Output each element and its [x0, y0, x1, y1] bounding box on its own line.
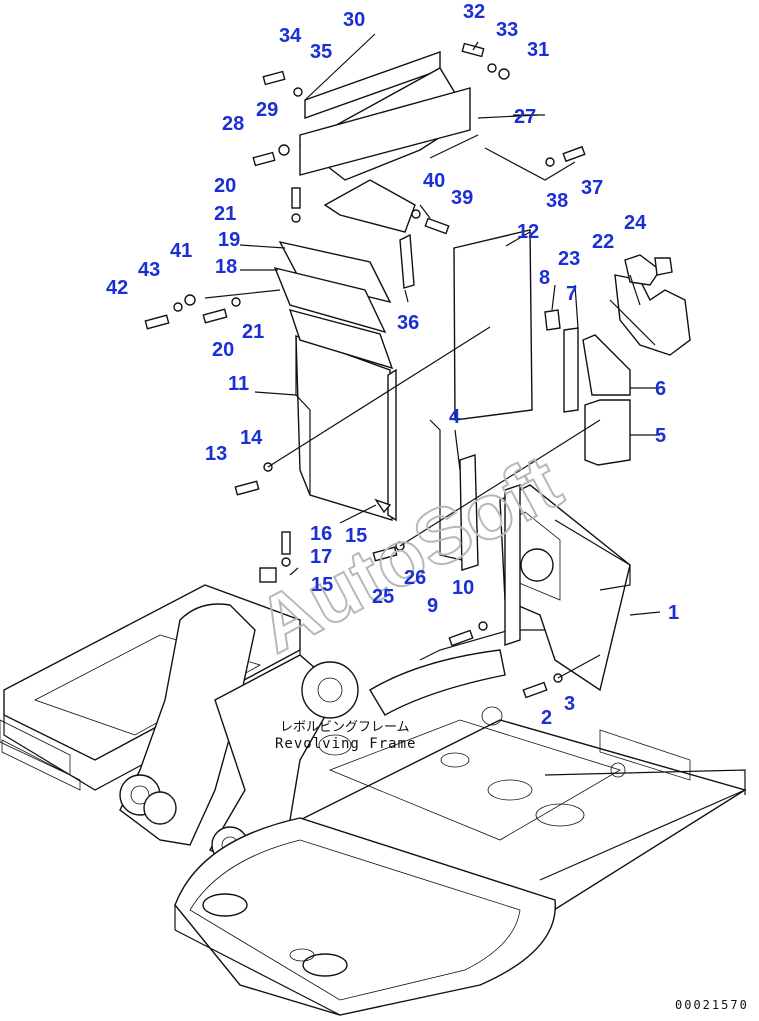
- callout-23: 23: [558, 248, 580, 270]
- leader-lines: [204, 33, 661, 679]
- callout-31: 31: [527, 39, 549, 61]
- callout-15b: 15: [311, 574, 333, 596]
- callout-10: 10: [452, 577, 474, 599]
- callout-39: 39: [451, 187, 473, 209]
- callout-21b: 21: [242, 321, 264, 343]
- callout-32: 32: [463, 1, 485, 23]
- callout-6: 6: [655, 378, 666, 400]
- callout-20a: 20: [214, 175, 236, 197]
- callout-42: 42: [106, 277, 128, 299]
- callout-43: 43: [138, 259, 160, 281]
- callout-28: 28: [222, 113, 244, 135]
- callout-25: 25: [372, 586, 394, 608]
- callout-3: 3: [564, 693, 575, 715]
- callout-29: 29: [256, 99, 278, 121]
- callout-26: 26: [404, 567, 426, 589]
- callout-16: 16: [310, 523, 332, 545]
- callout-12: 12: [517, 221, 539, 243]
- callout-21a: 21: [214, 203, 236, 225]
- callout-5: 5: [655, 425, 666, 447]
- pads-drawing: [453, 229, 691, 466]
- callout-41: 41: [170, 240, 192, 262]
- callout-35: 35: [310, 41, 332, 63]
- callout-18: 18: [215, 256, 237, 278]
- callout-4: 4: [449, 406, 461, 428]
- callout-37: 37: [581, 177, 603, 199]
- revolving-frame-drawing: [0, 584, 747, 1016]
- callout-33: 33: [496, 19, 518, 41]
- callout-30: 30: [343, 9, 365, 31]
- callout-8: 8: [539, 267, 550, 289]
- callout-2: 2: [541, 707, 552, 729]
- callout-13: 13: [205, 443, 227, 465]
- panel-11-drawing: [273, 51, 539, 522]
- callout-27: 27: [514, 106, 536, 128]
- callout-24: 24: [624, 212, 647, 234]
- callout-38: 38: [546, 190, 568, 212]
- callout-20b: 20: [212, 339, 234, 361]
- callout-9: 9: [427, 595, 438, 617]
- callout-numbers: 1 2 3 4 5 6 7 8 9 10 11 12 13 14 15 15 1…: [106, 1, 679, 729]
- cover-1-drawing: [429, 419, 631, 692]
- callout-11: 11: [228, 373, 249, 395]
- frame-label-jp: レボルビングフレーム: [280, 720, 410, 735]
- callout-7: 7: [566, 283, 577, 305]
- callout-19: 19: [218, 229, 240, 251]
- callout-36: 36: [397, 312, 419, 334]
- callout-15a: 15: [345, 525, 367, 547]
- callout-34: 34: [279, 25, 302, 47]
- frame-label-en: Revolving Frame: [275, 736, 416, 752]
- callout-1: 1: [668, 602, 679, 624]
- hardware-drawing: [144, 42, 586, 699]
- callout-14: 14: [240, 427, 263, 449]
- callout-17: 17: [310, 546, 332, 568]
- callout-22: 22: [592, 231, 614, 253]
- callout-40: 40: [423, 170, 445, 192]
- drawing-code: 00021570: [675, 998, 749, 1012]
